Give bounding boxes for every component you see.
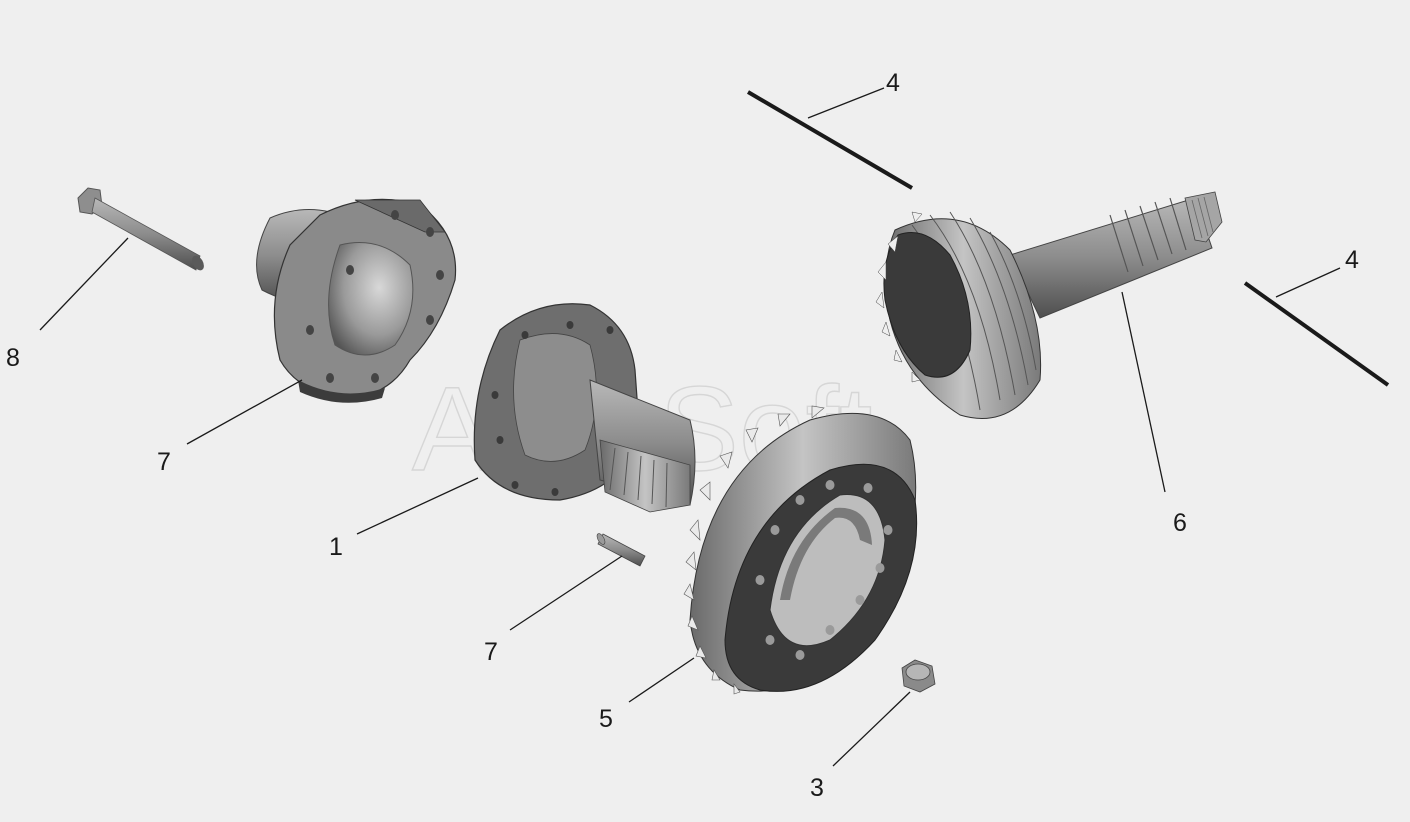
callout-7-lower: 7 [484,638,498,666]
leader-4a [807,87,885,119]
part-pin [596,533,646,567]
leader-4b [1275,267,1341,298]
part-differential-case [473,303,696,513]
callout-3: 3 [810,774,824,802]
callout-7-upper: 7 [157,448,171,476]
callout-4-upper: 4 [886,69,900,97]
callout-5: 5 [599,705,613,733]
callout-6: 6 [1173,509,1187,537]
part-bolt [77,187,204,271]
callout-labels: 8 7 1 7 5 3 6 4 4 [6,69,1359,802]
leader-5 [628,657,695,703]
leader-7a [186,379,303,445]
part-ring-gear [683,405,918,695]
part-shim-upper [746,90,914,190]
callout-8: 8 [6,344,20,372]
leader-7b [509,555,623,631]
leader-8 [39,237,129,331]
part-nut [901,659,936,693]
leader-3 [832,691,911,767]
leader-lines [39,87,1341,767]
part-drive-pinion [875,191,1223,419]
leader-1 [356,477,479,535]
part-shim-right [1243,281,1390,387]
callout-1: 1 [329,533,343,561]
leader-6 [1121,291,1166,493]
part-differential-case-half [256,198,457,403]
callout-4-right: 4 [1345,246,1359,274]
